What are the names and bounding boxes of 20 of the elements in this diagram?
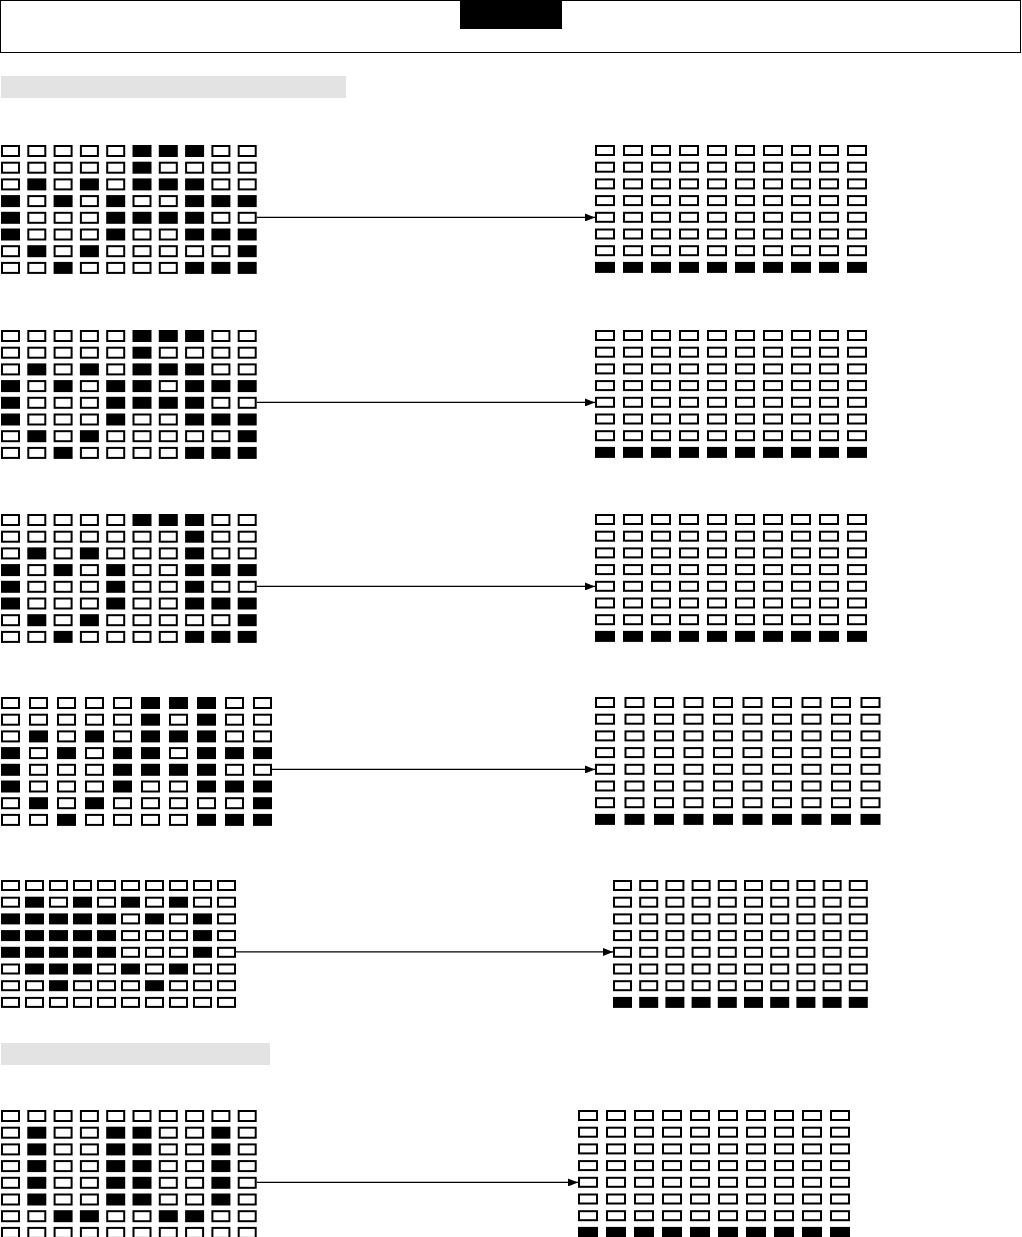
section-bar (1, 1043, 270, 1065)
indicator-grid (1, 697, 272, 826)
indicator-grid (595, 697, 881, 825)
indicator-grid (1, 330, 257, 459)
indicator-grid (595, 145, 867, 273)
indicator-grid (1, 514, 257, 643)
section-bar (1, 76, 346, 98)
indicator-grid (595, 514, 867, 642)
indicator-grid (1, 1110, 257, 1237)
arrow (256, 213, 596, 222)
indicator-grid (613, 880, 868, 1008)
arrow (271, 765, 596, 774)
arrow (256, 398, 596, 407)
indicator-grid (578, 1110, 850, 1237)
indicator-grid (1, 145, 257, 274)
indicator-grid (1, 880, 236, 1008)
indicator-grid (595, 330, 867, 458)
arrow (235, 947, 614, 956)
arrow (256, 582, 596, 591)
arrow (256, 1178, 579, 1187)
